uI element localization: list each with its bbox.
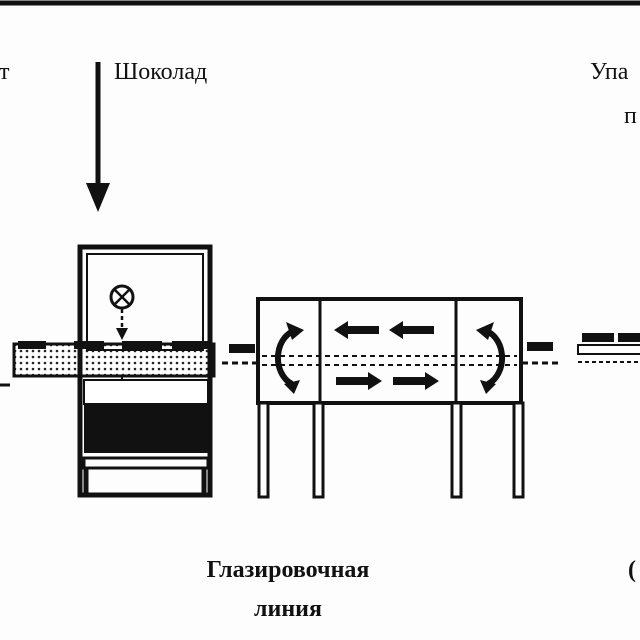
air-flow-arrows: [334, 321, 439, 390]
infeed-conveyor: [0, 341, 216, 387]
transfer-dashes: [222, 342, 560, 365]
chocolate-input-arrow: [86, 62, 110, 212]
partial-left-label: т: [0, 59, 10, 85]
partial-right-caption: (: [628, 557, 636, 583]
caption-line-1: Глазировочная: [206, 557, 370, 583]
cooling-tunnel: [256, 297, 525, 499]
chocolate-label: Шоколад: [114, 59, 208, 85]
caption-line-2: линия: [254, 596, 322, 622]
chocolate-tank: [84, 405, 208, 453]
outfeed-conveyor: [577, 333, 640, 363]
partial-right-label-2: п: [624, 103, 637, 129]
partial-right-label-1: Упа: [590, 59, 629, 85]
glazing-machine: [77, 244, 213, 498]
